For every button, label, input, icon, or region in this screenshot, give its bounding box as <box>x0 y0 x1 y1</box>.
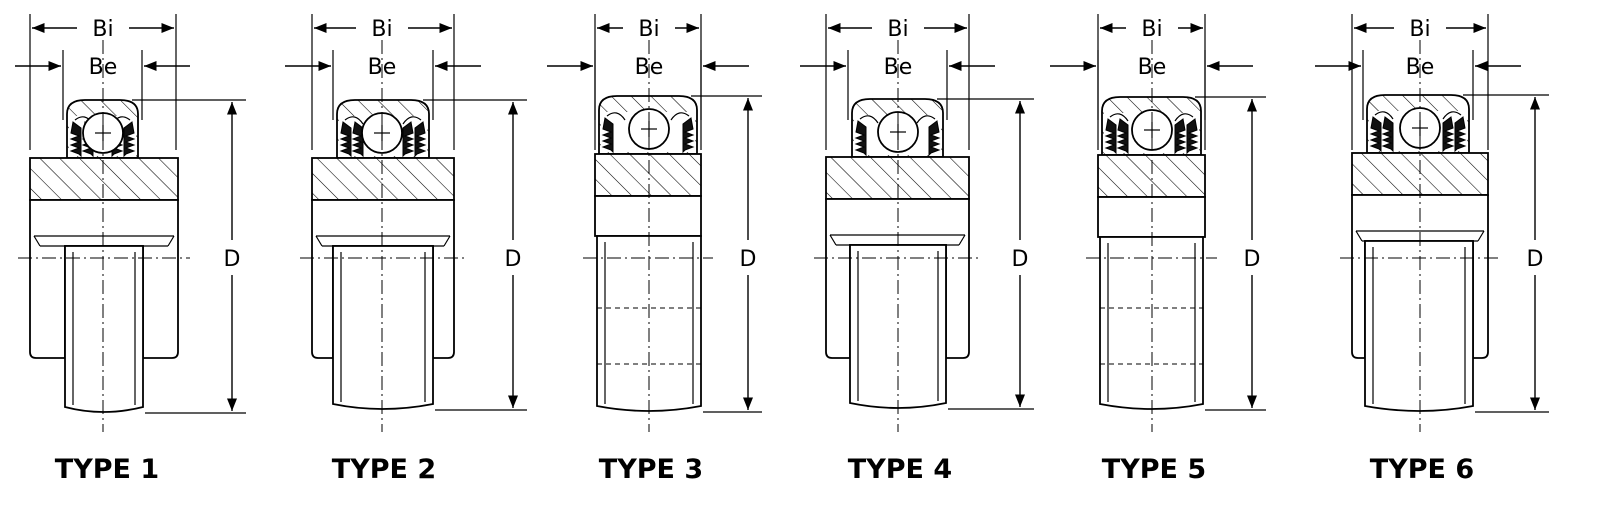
outer-diameter-label: D <box>740 247 757 272</box>
outer-diameter-label: D <box>224 247 241 272</box>
inner-width-label: Bi <box>1141 17 1162 42</box>
outer-diameter-label: D <box>1012 247 1029 272</box>
inner-width-label: Bi <box>638 17 659 42</box>
type-label: TYPE 5 <box>1102 454 1206 485</box>
type-label: TYPE 3 <box>599 454 703 485</box>
inner-width-label: Bi <box>92 17 113 42</box>
type-label: TYPE 2 <box>332 454 436 485</box>
inner-width-label: Bi <box>887 17 908 42</box>
type-label: TYPE 6 <box>1370 454 1474 485</box>
type-label: TYPE 1 <box>55 454 159 485</box>
inner-width-label: Bi <box>371 17 392 42</box>
outer-diameter-label: D <box>505 247 522 272</box>
outer-diameter-label: D <box>1244 247 1261 272</box>
type-label: TYPE 4 <box>848 454 952 485</box>
outer-diameter-label: D <box>1527 247 1544 272</box>
inner-width-label: Bi <box>1409 17 1430 42</box>
